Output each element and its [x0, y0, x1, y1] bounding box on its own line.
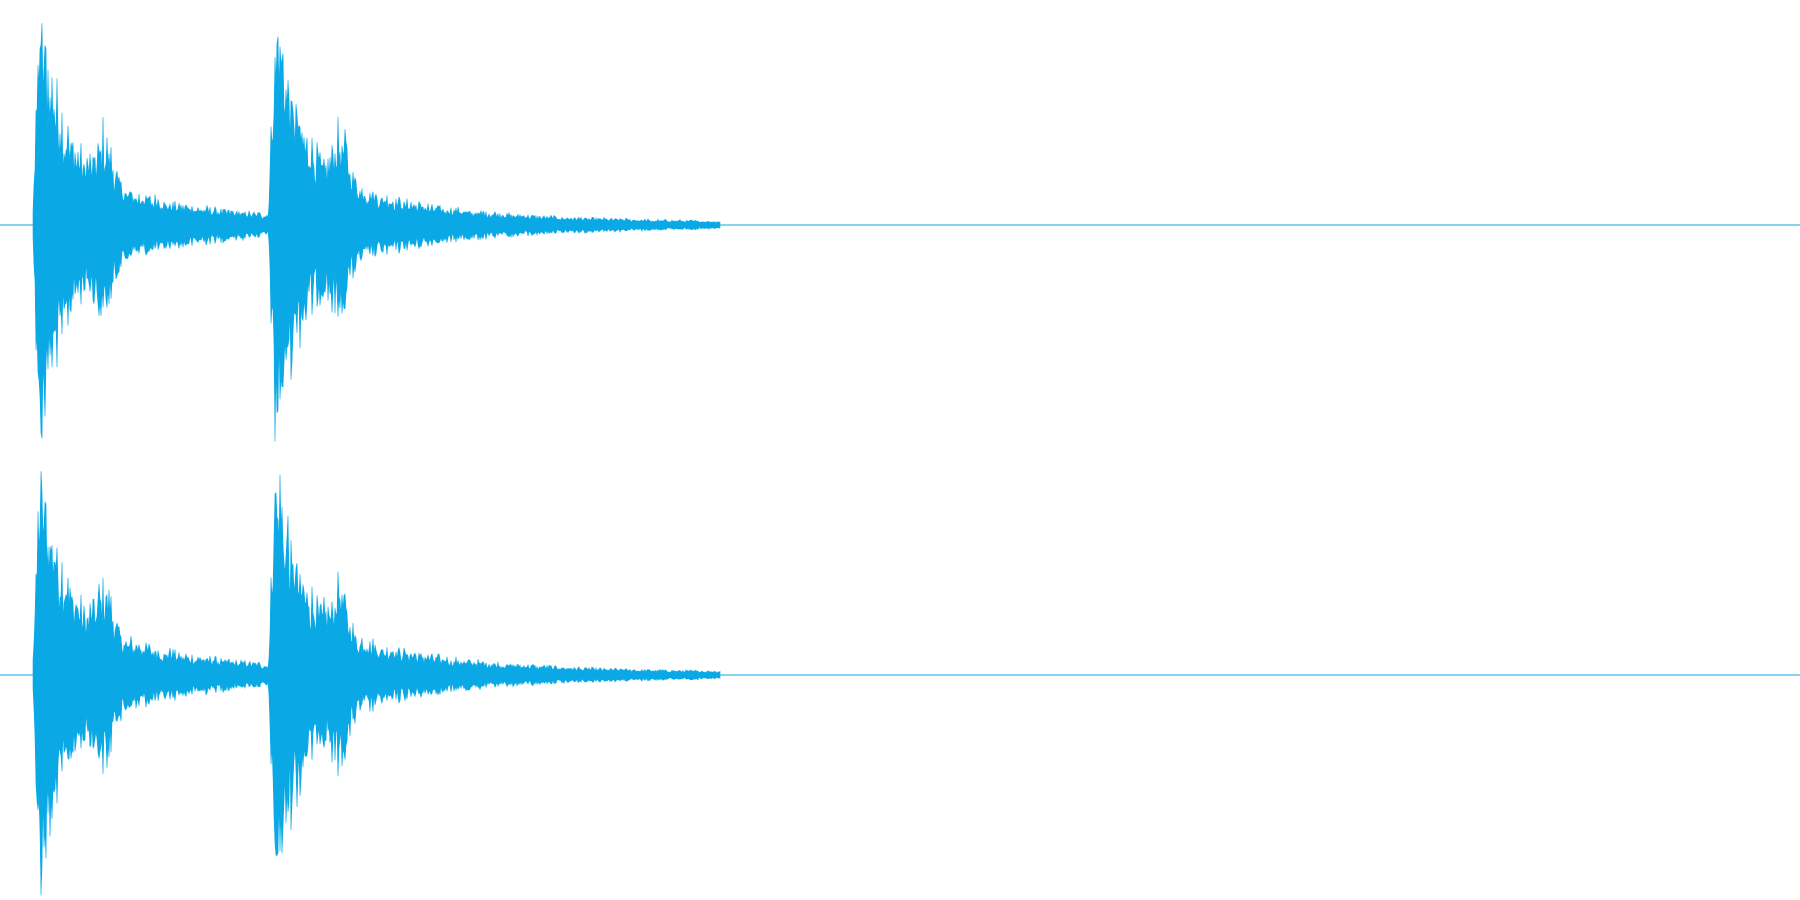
channel-2-signal: [32, 471, 721, 896]
channel-1-signal: [32, 23, 721, 442]
channel-1-waveform: [0, 23, 1800, 442]
channel-2-waveform: [0, 471, 1800, 896]
